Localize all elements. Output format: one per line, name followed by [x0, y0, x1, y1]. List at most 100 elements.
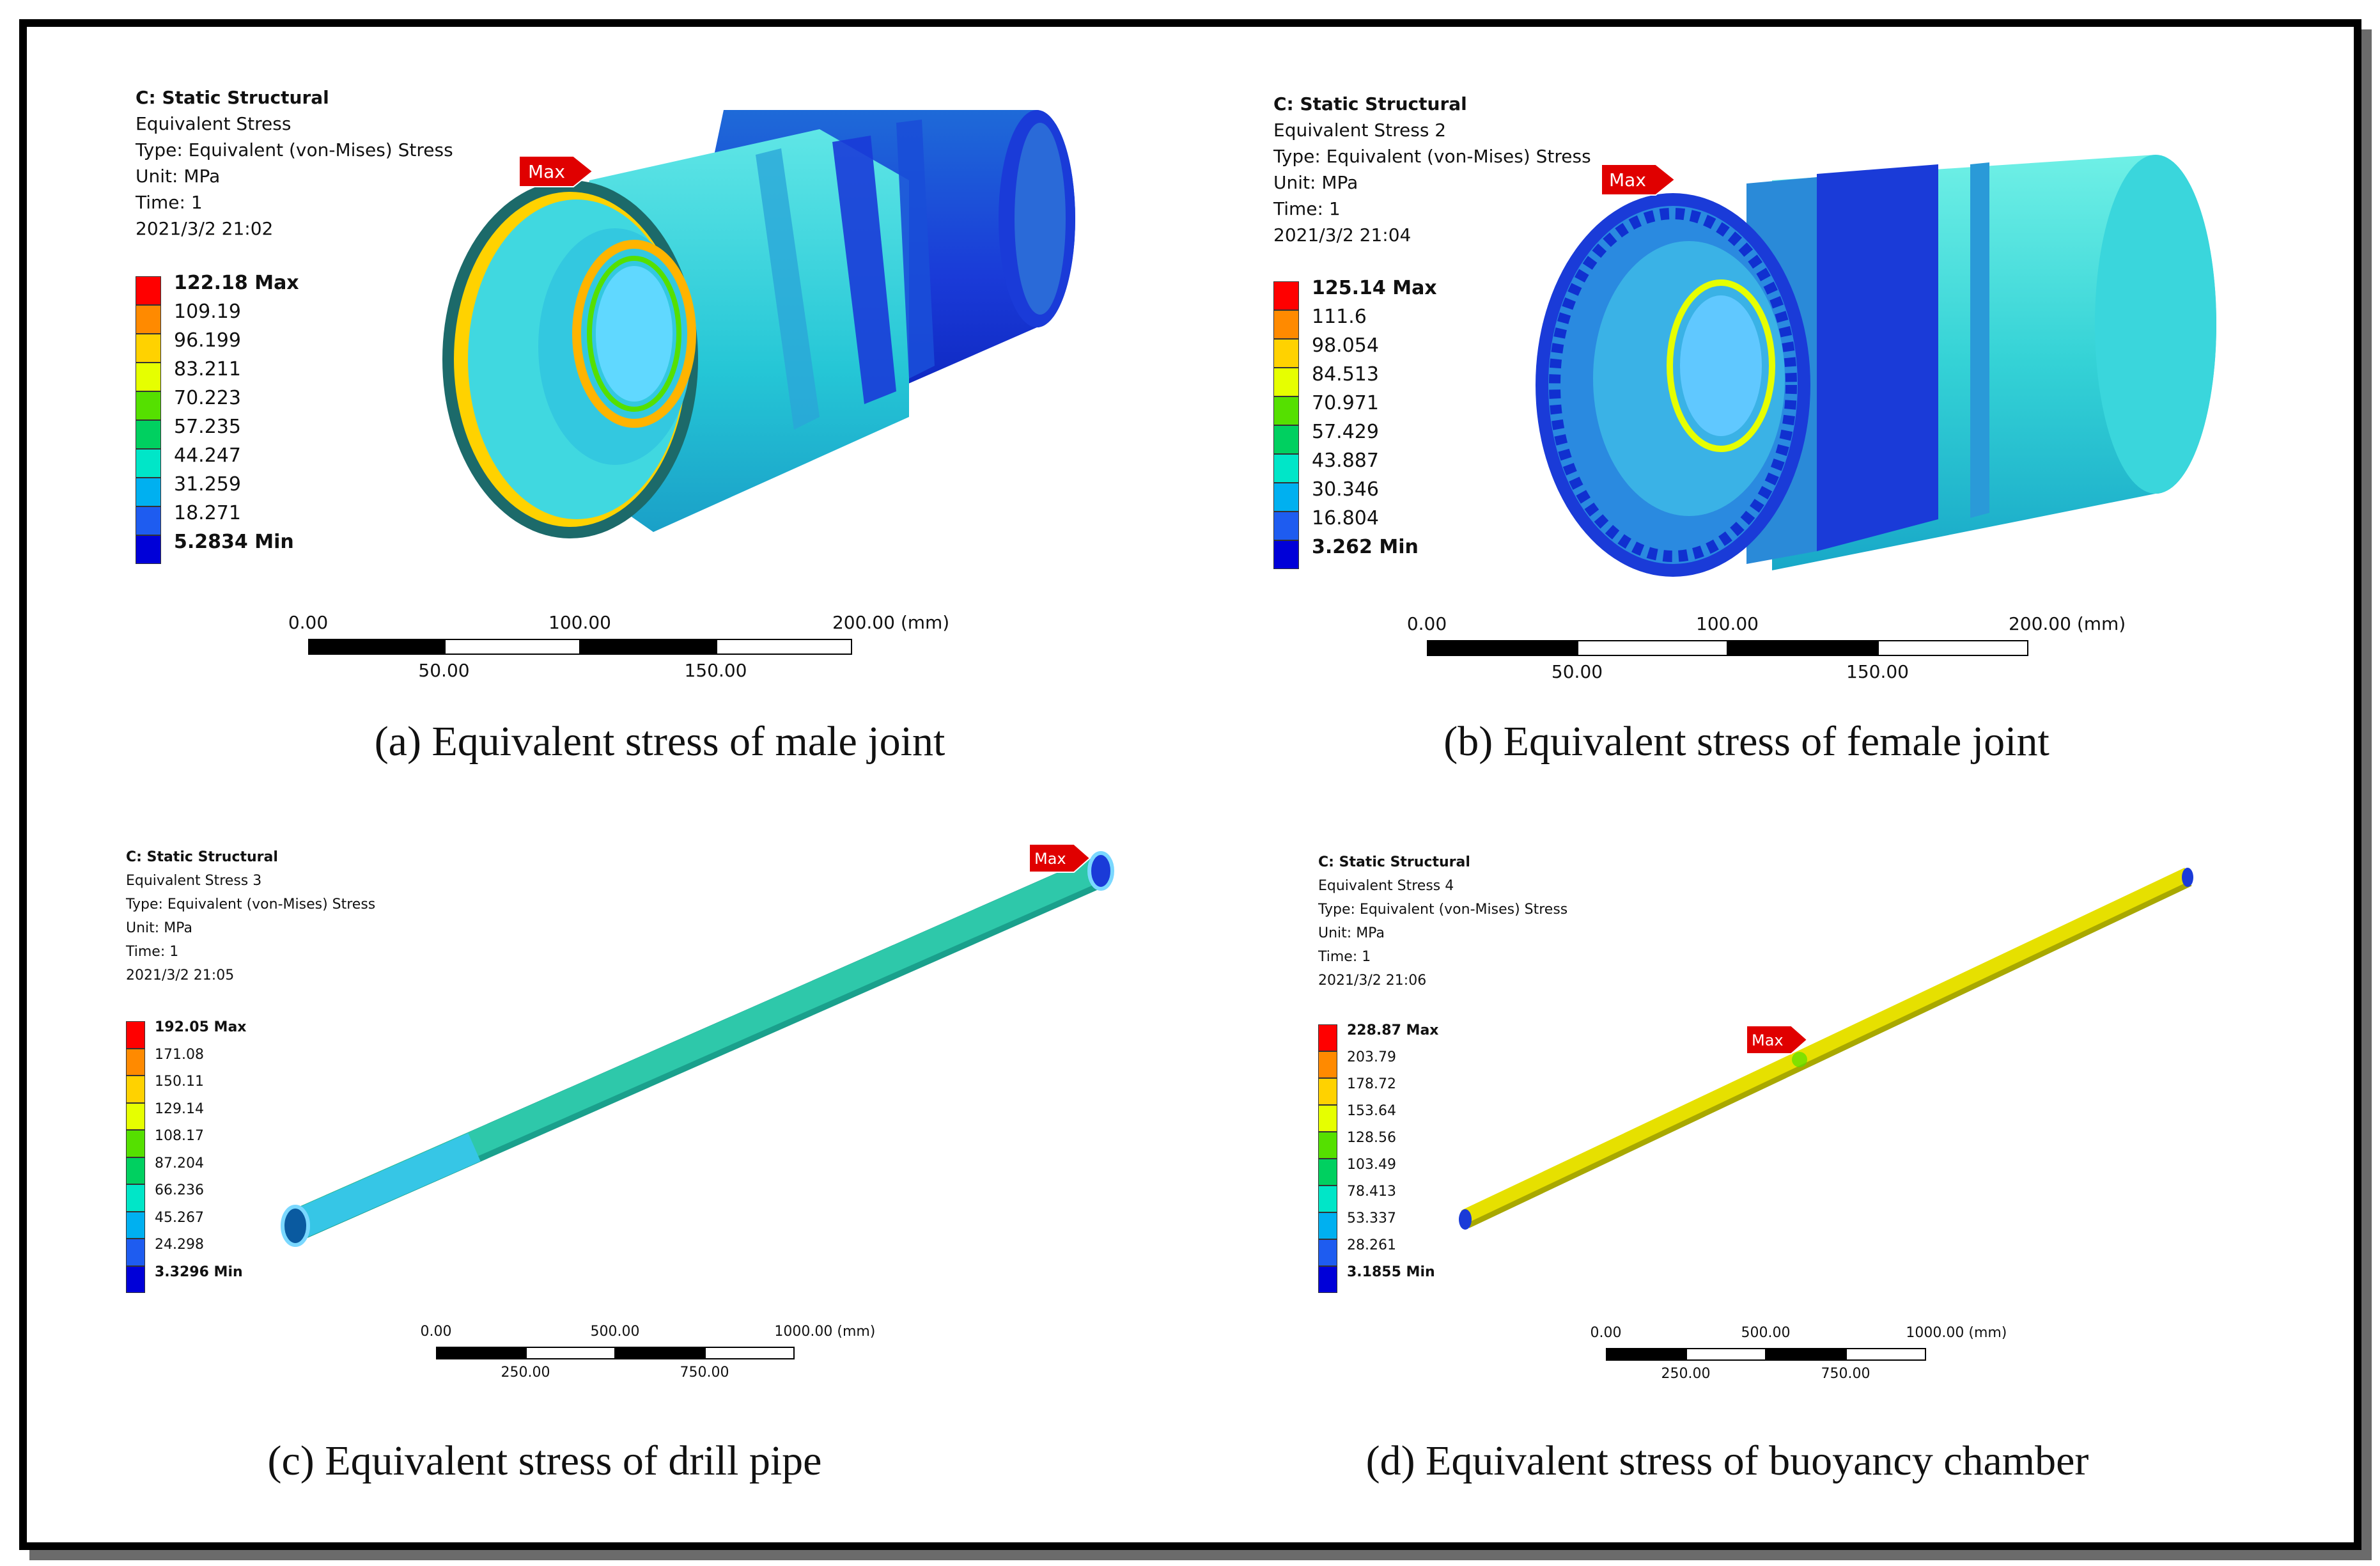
legend-entry: 24.298 — [126, 1237, 204, 1266]
legend-swatch — [1273, 512, 1299, 540]
scale-bar-segment — [1878, 640, 2028, 656]
scale-bar-segment — [1766, 1348, 1846, 1361]
svg-text:Max: Max — [1034, 850, 1066, 868]
scale-bar-segment — [704, 1347, 795, 1359]
legend-swatch — [126, 1211, 145, 1239]
info-date: 2021/3/2 21:05 — [126, 967, 235, 983]
legend-entry: 96.199 — [136, 329, 241, 363]
legend-entry: 30.346 — [1273, 478, 1379, 512]
legend-swatch — [1273, 540, 1299, 569]
legend-label: 3.262 Min — [1312, 535, 1419, 558]
legend-swatch — [1318, 1266, 1337, 1293]
legend-label: 43.887 — [1312, 449, 1379, 472]
scale-bar-segment — [715, 639, 852, 655]
scale-bar-sublabel: 150.00 — [684, 660, 747, 681]
legend-entry: 53.337 — [1318, 1210, 1396, 1239]
legend-swatch — [1318, 1132, 1337, 1159]
panel-d: C: Static Structural Equivalent Stress 4… — [1190, 762, 2354, 1542]
female-joint-body — [1746, 155, 2216, 570]
legend-swatch — [126, 1130, 145, 1157]
legend-entry: 16.804 — [1273, 507, 1379, 540]
info-time: Time: 1 — [1318, 949, 1371, 965]
info-result: Equivalent Stress — [136, 113, 292, 134]
male-joint-opening — [442, 180, 698, 538]
info-unit: Unit: MPa — [1318, 925, 1385, 941]
legend-swatch — [136, 305, 161, 334]
info-title: C: Static Structural — [136, 87, 329, 108]
panel-a: C: Static Structural Equivalent Stress T… — [27, 27, 1190, 765]
legend-label: 192.05 Max — [155, 1019, 247, 1036]
svg-text:Max: Max — [1752, 1031, 1784, 1049]
info-type: Type: Equivalent (von-Mises) Stress — [126, 897, 376, 912]
legend-label: 84.513 — [1312, 363, 1379, 386]
legend-label: 203.79 — [1347, 1049, 1396, 1065]
max-marker-d: Max — [1746, 1025, 1808, 1054]
legend-label: 24.298 — [155, 1237, 204, 1253]
female-joint-opening — [1536, 193, 1810, 577]
info-type: Type: Equivalent (von-Mises) Stress — [1318, 902, 1568, 918]
legend-swatch — [1273, 368, 1299, 396]
legend-swatch — [1273, 454, 1299, 483]
legend-swatch — [136, 420, 161, 449]
legend-entry: 5.2834 Min — [136, 531, 294, 564]
max-marker-b: Max — [1601, 164, 1676, 196]
legend-swatch — [1318, 1186, 1337, 1212]
scale-bar-sublabel: 50.00 — [1551, 661, 1603, 682]
legend-entry: 228.87 Max — [1318, 1022, 1438, 1051]
scale-bar-sublabel: 50.00 — [418, 660, 470, 681]
legend-label: 109.19 — [174, 300, 241, 323]
legend-label: 5.2834 Min — [174, 530, 294, 553]
legend-swatch — [1273, 425, 1299, 454]
legend-entry: 128.56 — [1318, 1130, 1396, 1159]
scale-bar-segment — [436, 1347, 526, 1359]
drill-pipe-body — [281, 851, 1114, 1247]
info-unit: Unit: MPa — [1273, 172, 1358, 193]
legend-entry: 28.261 — [1318, 1237, 1396, 1266]
scale-bar-label: 0.00 — [1590, 1325, 1622, 1341]
info-date: 2021/3/2 21:02 — [136, 218, 274, 239]
scale-bar-label: 100.00 — [1696, 613, 1759, 634]
legend-label: 28.261 — [1347, 1237, 1396, 1253]
legend-label: 44.247 — [174, 444, 241, 467]
legend-entry: 122.18 Max — [136, 272, 299, 305]
legend-label: 98.054 — [1312, 334, 1379, 357]
buoyancy-chamber-body — [1459, 868, 2193, 1230]
legend-label: 103.49 — [1347, 1156, 1396, 1173]
legend-label: 70.223 — [174, 386, 241, 409]
info-title: C: Static Structural — [1273, 93, 1467, 114]
info-time: Time: 1 — [136, 192, 203, 213]
scale-bar-segment — [1686, 1348, 1766, 1361]
legend-label: 78.413 — [1347, 1183, 1396, 1200]
caption-a: (a) Equivalent stress of male joint — [374, 718, 945, 765]
legend-swatch — [1318, 1105, 1337, 1132]
legend-entry: 129.14 — [126, 1100, 204, 1130]
svg-text:Max: Max — [528, 161, 565, 182]
scale-bar-segment — [1427, 640, 1578, 656]
legend-entry: 66.236 — [126, 1182, 204, 1212]
info-time: Time: 1 — [126, 944, 179, 960]
info-title: C: Static Structural — [1318, 854, 1470, 870]
info-date: 2021/3/2 21:06 — [1318, 973, 1427, 989]
scale-bar-sublabel: 750.00 — [1821, 1366, 1871, 1382]
legend-entry: 18.271 — [136, 502, 241, 535]
scale-bar-sublabel: 750.00 — [680, 1365, 729, 1381]
scale-bar-label: 0.00 — [1406, 613, 1447, 634]
legend-entry: 44.247 — [136, 444, 241, 478]
legend-entry: 57.429 — [1273, 421, 1379, 454]
legend-entry: 43.887 — [1273, 450, 1379, 483]
legend-label: 129.14 — [155, 1100, 204, 1117]
legend-entry: 109.19 — [136, 301, 241, 334]
legend-label: 70.971 — [1312, 391, 1379, 414]
drill-pipe-model: Max — [281, 843, 1114, 1247]
legend-entry: 192.05 Max — [126, 1019, 247, 1049]
legend-label: 125.14 Max — [1312, 276, 1437, 299]
max-marker-a: Max — [518, 155, 594, 187]
legend-label: 171.08 — [155, 1046, 204, 1063]
legend-label: 111.6 — [1312, 305, 1367, 328]
info-type: Type: Equivalent (von-Mises) Stress — [136, 139, 453, 161]
legend-label: 87.204 — [155, 1155, 204, 1171]
legend-swatch — [1318, 1159, 1337, 1186]
panel-c: C: Static Structural Equivalent Stress 3… — [27, 762, 1190, 1542]
scale-bar-label: 500.00 — [590, 1324, 640, 1340]
scale-bar-sublabel: 250.00 — [501, 1365, 550, 1381]
